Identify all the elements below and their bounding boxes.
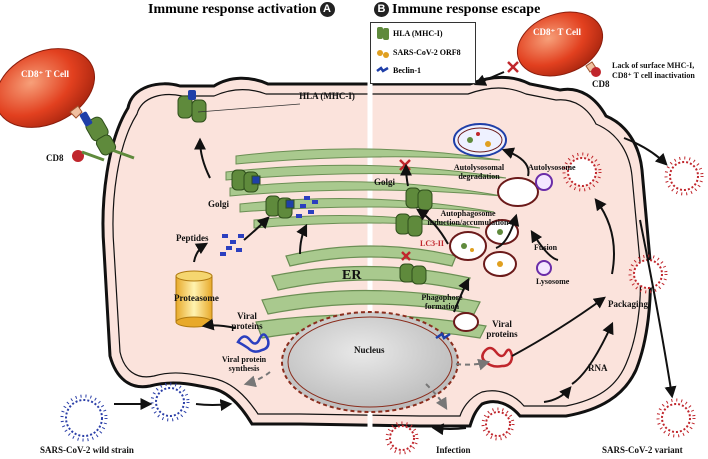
label-hla-mhc: HLA (MHC-I)	[299, 91, 355, 101]
hla-icon	[377, 27, 383, 39]
label-phagophore: Phagophore formation	[421, 293, 463, 311]
label-tcell-right: CD8⁺ T Cell	[533, 27, 581, 37]
badge-b: B	[374, 2, 389, 18]
er-membrane	[255, 245, 487, 339]
virus-wild-strain	[60, 394, 108, 442]
label-variant: SARS-CoV-2 variant	[602, 445, 683, 455]
label-golgi-left: Golgi	[208, 199, 230, 209]
label-viral-protein-synthesis: Viral protein synthesis	[221, 355, 267, 373]
legend-hla: HLA (MHC-I)	[393, 29, 443, 38]
nucleus	[281, 311, 459, 413]
viral-protein-blue	[236, 333, 270, 353]
label-infection: Infection	[436, 445, 471, 455]
surface-hla	[177, 90, 301, 123]
label-viral-proteins-left: Viral proteins	[231, 311, 263, 331]
label-er: ER	[342, 268, 362, 283]
legend-beclin: Beclin-1	[393, 66, 421, 75]
label-tcell-inactivation: CD8⁺ T cell inactivation	[612, 71, 695, 80]
label-golgi-right: Golgi	[374, 177, 396, 187]
label-cd8-left: CD8	[46, 153, 64, 163]
label-autolysosome: Autolysosome	[528, 163, 576, 172]
legend: HLA (MHC-I) SARS-CoV-2 ORF8 Beclin-1	[370, 22, 476, 84]
label-cd8-right: CD8	[592, 79, 610, 89]
label-wild-strain: SARS-CoV-2 wild strain	[40, 445, 134, 455]
label-nucleus: Nucleus	[354, 345, 385, 355]
orf8-icon	[377, 50, 383, 56]
label-autolysosomal-degradation: Autolysosomal degradation	[453, 163, 505, 181]
label-lack-surface: Lack of surface MHC-I,	[612, 61, 695, 70]
legend-icons	[376, 27, 389, 73]
label-rna: RNA	[588, 363, 608, 373]
label-lc3: LC3-II	[420, 239, 445, 248]
arrows	[113, 71, 677, 436]
tcell-right	[516, 11, 604, 77]
beclin-marker	[435, 332, 451, 340]
label-proteasome: Proteasome	[174, 293, 219, 303]
header-escape-text: Immune response escape	[392, 2, 541, 17]
tcell-left	[0, 48, 96, 128]
mhc-tcr-complex-left	[69, 105, 135, 162]
header-activation-text: Immune response activation	[148, 2, 317, 17]
golgi-stack	[225, 148, 507, 229]
label-packaging: Packaging	[608, 299, 649, 309]
label-viral-proteins-right: Viral proteins	[486, 319, 518, 339]
label-lysosome: Lysosome	[536, 277, 570, 286]
peptides	[220, 196, 318, 256]
label-autophagosome: Autophagosome induction/accumulation	[427, 209, 509, 227]
label-fusion: Fusion	[534, 243, 558, 252]
virus-entering	[150, 382, 190, 422]
golgi-hla-right	[395, 187, 433, 285]
golgi-hla-left	[231, 169, 295, 219]
virus-variant-top	[385, 152, 704, 455]
badge-a: A	[319, 2, 335, 18]
label-tcell-left: CD8⁺ T Cell	[21, 69, 69, 79]
label-peptides: Peptides	[176, 233, 209, 243]
beclin-icon	[376, 66, 389, 73]
legend-orf8: SARS-CoV-2 ORF8	[393, 48, 461, 57]
